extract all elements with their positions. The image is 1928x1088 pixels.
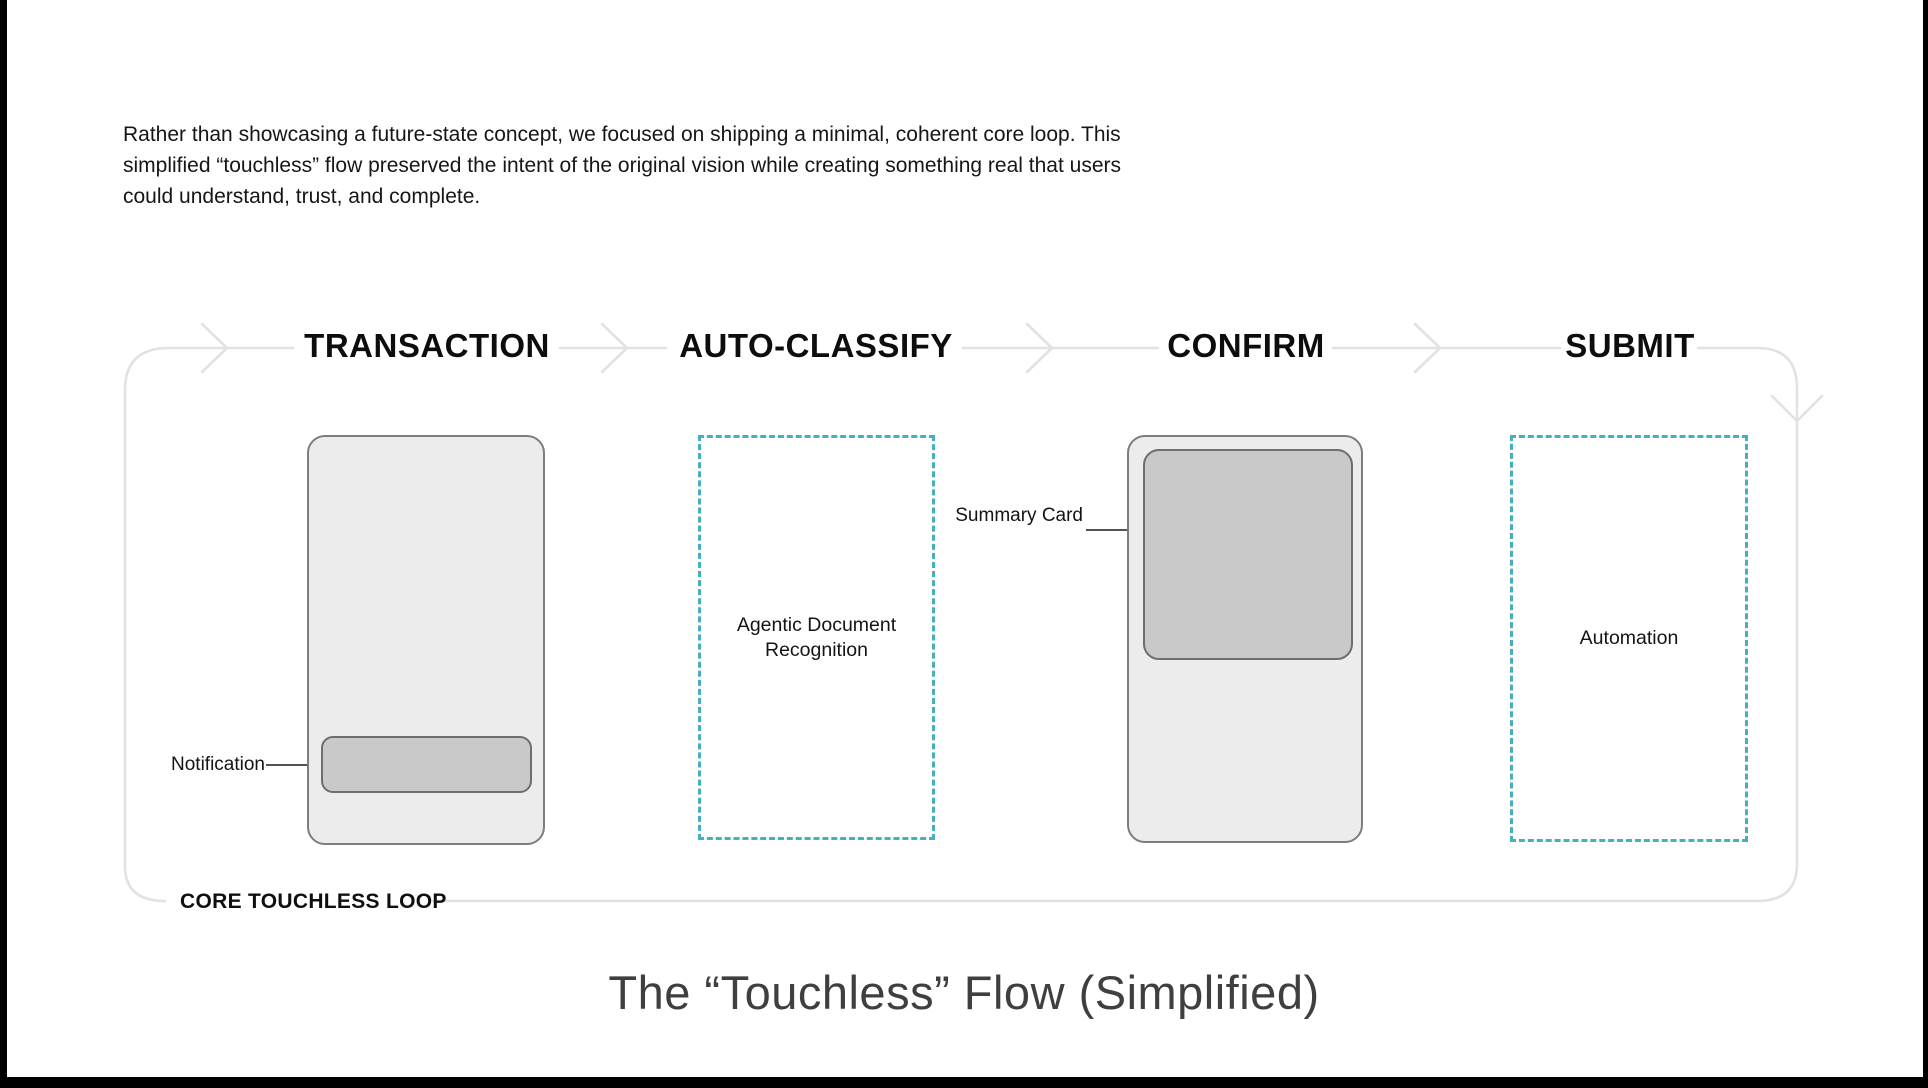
stage-label-transaction: TRANSACTION [304,327,550,364]
stage-label-auto-classify: AUTO-CLASSIFY [679,327,953,364]
summary-card-label: Summary Card [955,505,1083,526]
notification-label: Notification [171,754,265,775]
intro-line-3: could understand, trust, and complete. [123,185,481,208]
page-edge-left [0,0,7,1088]
intro-line-2: simplified “touchless” flow preserved th… [123,154,1121,177]
phone-mockup-confirm [1127,435,1363,843]
core-loop-bottom-left-corner [123,864,167,903]
stage-label-confirm: CONFIRM [1167,327,1325,364]
dashed-box-submit: Automation [1510,435,1748,842]
stage-label-submit: SUBMIT [1565,327,1695,364]
phone-mockup-transaction [307,435,545,845]
page-edge-bottom [0,1077,1928,1088]
intro-line-1: Rather than showcasing a future-state co… [123,123,1121,146]
core-loop-label: CORE TOUCHLESS LOOP [180,890,447,913]
core-loop-bottom-segment [431,862,1799,903]
core-loop-left-top-segment [123,346,295,870]
summary-card [1143,449,1353,660]
page-edge-right [1923,0,1928,1088]
core-loop-right-segment [1696,346,1799,868]
flow-arrow-right-2-icon [600,322,629,374]
agentic-recognition-label: Agentic Document Recognition [736,613,897,661]
flow-arrow-right-3-icon [1025,322,1054,374]
notification-bar [321,736,532,793]
flow-arrow-down-icon [1770,394,1824,423]
automation-label: Automation [1579,627,1679,649]
diagram-title: The “Touchless” Flow (Simplified) [608,966,1320,1019]
flow-arrow-right-4-icon [1413,322,1442,374]
dashed-box-auto-classify: Agentic Document Recognition [698,435,935,840]
intro-paragraph: Rather than showcasing a future-state co… [123,119,1121,212]
flow-arrow-right-1-icon [200,322,229,374]
